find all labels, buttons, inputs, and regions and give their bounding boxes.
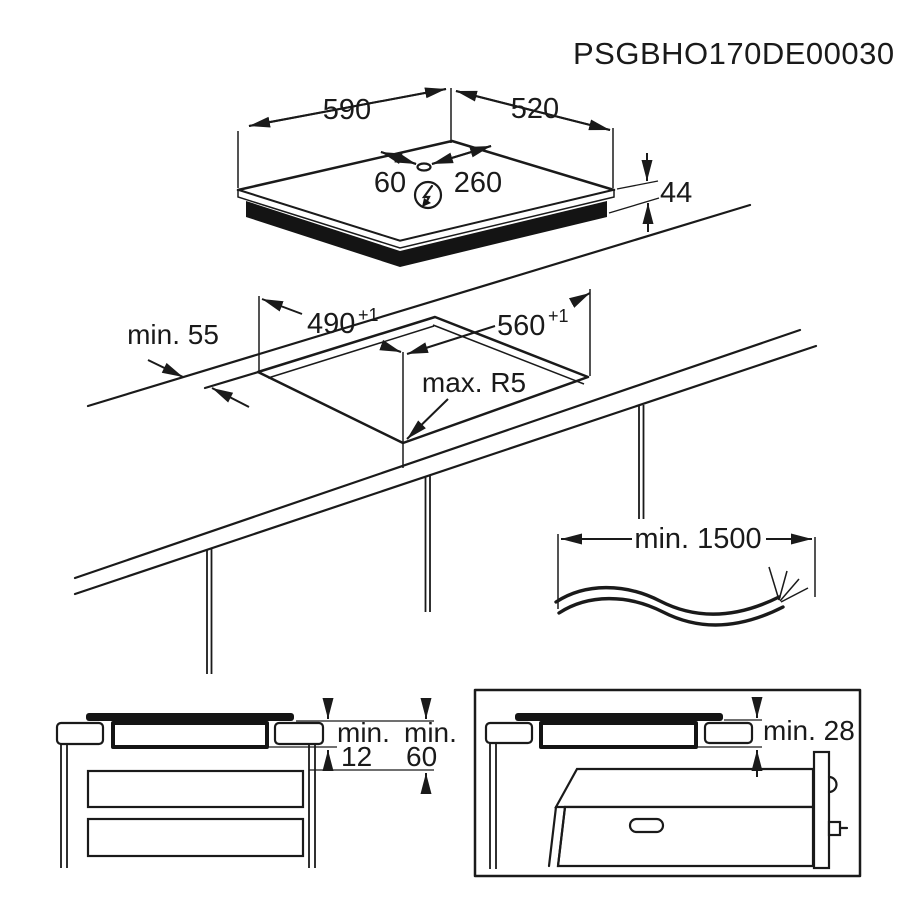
worktop-front-edge [73, 344, 818, 596]
section-frame [473, 688, 862, 878]
hob-glass-profile [515, 713, 723, 721]
wire-strand [768, 566, 780, 601]
hob-height-label: 44 [660, 177, 692, 209]
hob-glass-profile [86, 713, 294, 721]
dim-hob-width: 590 [248, 87, 447, 128]
dimension-line [568, 292, 591, 308]
worktop-front-edge [73, 328, 802, 580]
hob-glass-edge [237, 188, 615, 249]
dim-rear-clearance: min. 55 [127, 319, 250, 408]
hob-body-profile [539, 721, 698, 749]
cutout-width-tolerance: +1 [548, 306, 569, 326]
oven-side-edge [547, 805, 558, 868]
connection-point [416, 162, 432, 172]
dimension-line [431, 145, 492, 165]
recess-value: 12 [341, 741, 372, 772]
drawer-front [86, 817, 305, 858]
clearance-arrow [147, 359, 184, 378]
fixing-knob [827, 820, 842, 837]
cutout-depth-tolerance: +1 [358, 305, 379, 325]
hob-isometric-view: 590 520 60 260 [236, 87, 692, 267]
oven-top-face [554, 767, 815, 809]
power-cable-view: min. 1500 [554, 523, 816, 627]
connection-span-label: 260 [454, 167, 502, 199]
document-code: PSGBHO170DE00030 [573, 36, 895, 71]
bolt-tip [422, 198, 431, 207]
cutout-edge-extension [203, 370, 262, 390]
connection-offset-label: 60 [374, 167, 406, 199]
worktop-rear-edge [86, 203, 752, 408]
cable-curve [554, 586, 781, 616]
recess-min-label: min. [337, 717, 390, 748]
wire-strand [778, 570, 788, 601]
dimension-line [406, 325, 496, 355]
cutout-width-label: 560 [497, 310, 545, 342]
dim-hob-height: 44 [608, 153, 692, 232]
dimension-line [380, 151, 417, 165]
radius-arrow [406, 398, 449, 440]
built-in-oven [547, 750, 849, 870]
dim-connection-offset: 60 [374, 151, 417, 199]
cable-length-label: min. 1500 [634, 523, 761, 555]
hob-width-label: 590 [323, 94, 371, 126]
oven-clearance-label: min. 28 [763, 715, 855, 746]
hinge-bump [827, 775, 838, 794]
leader-line [616, 180, 659, 190]
oven-right-panel [812, 750, 831, 870]
oven-front-face [556, 805, 815, 868]
dim-hob-depth: 520 [455, 90, 611, 131]
wire-strand [780, 587, 809, 603]
oven-side-edge [556, 805, 567, 868]
dimension-line [455, 90, 611, 131]
wire-strand [779, 578, 800, 602]
dimension-line [248, 87, 447, 127]
drawer-clearance-section: min. 12 min. 60 [55, 698, 457, 868]
corner-radius-label: max. R5 [422, 367, 526, 398]
drawer-front [86, 769, 305, 809]
dimension-line [261, 298, 303, 315]
cutout-inner-lip [267, 325, 435, 379]
oven-clearance-section: min. 28 [473, 688, 862, 878]
worktop-profile [273, 721, 325, 746]
leader-line [608, 197, 660, 214]
cable-curve [557, 597, 785, 627]
clearance-arrow [211, 387, 250, 408]
electrical-symbol-circle [413, 180, 443, 210]
hob-body-band [246, 201, 607, 267]
dim-cutout-depth: 490 +1 [261, 298, 402, 353]
worktop-profile [55, 721, 105, 746]
bolt-stroke [421, 184, 434, 205]
dim-corner-radius: max. R5 [406, 367, 526, 440]
rear-clearance-label: min. 55 [127, 319, 219, 350]
worktop-profile [484, 721, 534, 745]
gap-min-label: min. [404, 717, 457, 748]
cutout-inner-lip [432, 324, 585, 385]
cutout-depth-label: 490 [307, 308, 355, 340]
dimension-line [379, 339, 402, 353]
dim-connection-span: 260 [431, 145, 502, 199]
worktop-cutout-view: 490 +1 560 +1 min. 55 max. R5 [73, 203, 818, 674]
hob-body-profile [111, 721, 269, 749]
hob-depth-label: 520 [511, 93, 559, 125]
lightning-bolt-icon [413, 180, 443, 210]
gap-value: 60 [406, 741, 437, 772]
worktop-profile [703, 721, 754, 745]
dim-cutout-width: 560 +1 [406, 292, 591, 355]
oven-handle [628, 817, 665, 834]
